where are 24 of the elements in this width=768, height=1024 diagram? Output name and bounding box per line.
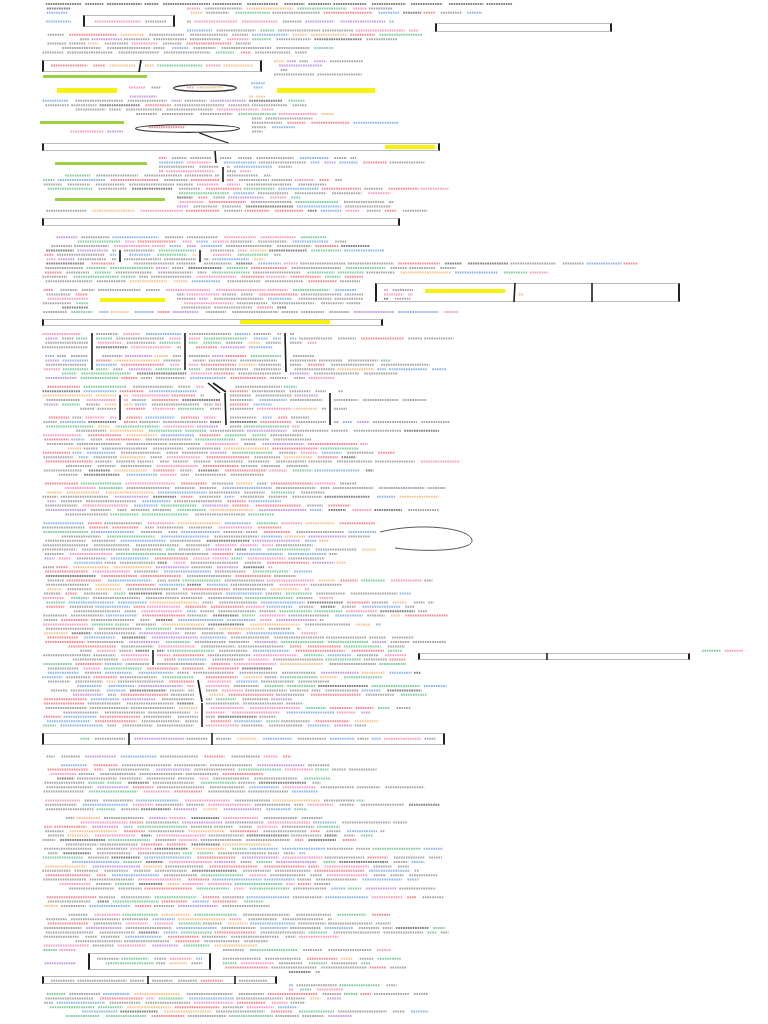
highlight-bar [100, 298, 165, 302]
highlight-bar [55, 198, 165, 201]
connector-line [198, 132, 230, 144]
bracketed-box [42, 218, 400, 226]
highlight-bar [239, 320, 330, 324]
bracketed-box [418, 653, 690, 660]
bracketed-box [83, 15, 175, 27]
ellipse-outline [135, 124, 240, 133]
highlight-bar [55, 162, 147, 165]
highlight-bar [40, 121, 124, 124]
bracketed-box [435, 23, 612, 32]
bracketed-box [375, 283, 680, 302]
bracketed-box [42, 143, 440, 151]
bracketed-box [88, 953, 211, 970]
bracketed-box [42, 976, 277, 984]
highlight-bar [277, 88, 375, 93]
highlight-bar [43, 75, 147, 78]
bracketed-box [42, 319, 383, 326]
ellipse-outline [173, 84, 237, 92]
highlight-bar [57, 88, 117, 93]
highlight-bar [384, 145, 435, 149]
bracketed-box [42, 60, 262, 72]
highlight-bar [424, 289, 505, 293]
bracketed-box [42, 733, 445, 745]
